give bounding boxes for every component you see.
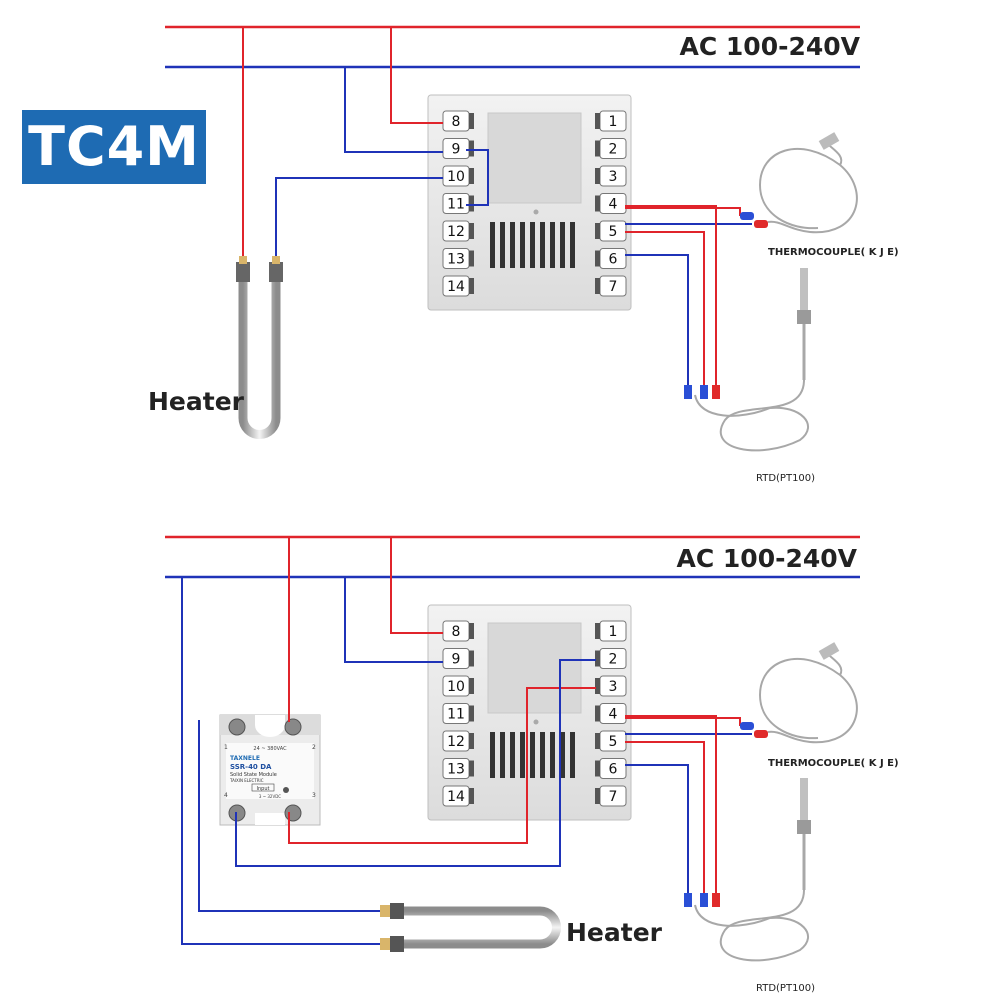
terminal-number-7: 7 [609,279,618,295]
terminal-number-13: 13 [447,252,465,268]
terminal-1: 1 [595,110,627,132]
thermocouple-label-2: THERMOCOUPLE( K J E) [768,758,899,769]
svg-text:Solid State Module: Solid State Module [230,772,277,778]
svg-text:1: 1 [224,744,228,751]
terminal-number-1: 1 [609,624,618,640]
heater-bottom [380,903,561,952]
terminal-11: 11 [442,703,474,724]
controller-window [487,112,582,204]
terminal-2: 2 [595,138,627,159]
terminal-10: 10 [442,165,474,187]
svg-text:3: 3 [312,792,316,799]
left-terminal-block-2: 8 9 10 11 12 13 14 [442,620,474,807]
terminal-number-9: 9 [452,652,461,668]
terminal-number-14: 14 [447,279,465,295]
terminal-14: 14 [442,785,474,807]
terminal-13: 13 [442,758,474,779]
terminal-8: 8 [442,110,474,132]
vent-slots-2 [490,732,575,778]
terminal-4: 4 [595,703,627,724]
terminal-11: 11 [442,193,474,214]
thermocouple-label: THERMOCOUPLE( K J E) [768,247,899,258]
terminal-3: 3 [595,675,627,697]
svg-text:4: 4 [224,792,228,799]
svg-text:24 ~ 380VAC: 24 ~ 380VAC [253,746,287,752]
terminal-1: 1 [595,620,627,642]
rtd-probe [684,268,811,452]
left-terminal-block: 8 9 10 11 12 13 14 [442,110,474,297]
terminal-number-13: 13 [447,762,465,778]
terminal-number-7: 7 [609,789,618,805]
terminal-4: 4 [595,193,627,214]
rtd-probe-2 [684,778,811,962]
heater-label: Heater [148,387,245,416]
terminal-number-1: 1 [609,114,618,130]
terminal-12: 12 [442,730,474,752]
terminal-6: 6 [595,758,627,779]
terminal-number-4: 4 [609,707,618,723]
thermocouple-probe-2 [740,642,858,744]
svg-text:2: 2 [312,744,316,751]
supply-label-2: AC 100-240V [677,544,858,573]
terminal-number-11: 11 [447,707,465,723]
terminal-number-12: 12 [447,734,465,750]
terminal-number-11: 11 [447,197,465,213]
controller-window-2 [487,622,582,714]
heater-label-2: Heater [566,918,663,947]
terminal-number-6: 6 [609,762,618,778]
terminal-number-8: 8 [452,114,461,130]
terminal-number-5: 5 [609,734,618,750]
terminal-5: 5 [595,220,627,242]
terminal-number-5: 5 [609,224,618,240]
terminal-number-8: 8 [452,624,461,640]
supply-label: AC 100-240V [680,32,861,61]
terminal-9: 9 [442,648,474,669]
terminal-9: 9 [442,138,474,159]
terminal-5: 5 [595,730,627,752]
rtd-label: RTD(PT100) [756,473,815,484]
terminal-number-10: 10 [447,169,465,185]
heater-top [236,256,283,439]
terminal-number-10: 10 [447,679,465,695]
svg-text:TAIXIN ELECTRIC: TAIXIN ELECTRIC [229,778,264,783]
thermocouple-probe [740,132,858,234]
svg-text:3 ~ 32VDC: 3 ~ 32VDC [259,794,281,799]
model-badge: TC4M [22,110,206,184]
svg-text:SSR-40 DA: SSR-40 DA [230,763,272,771]
rtd-label-2: RTD(PT100) [756,983,815,994]
terminal-number-3: 3 [609,169,618,185]
terminal-number-9: 9 [452,142,461,158]
right-terminal-block-2: 1 2 3 4 5 6 7 [595,620,627,807]
terminal-number-14: 14 [447,789,465,805]
terminal-number-2: 2 [609,652,618,668]
terminal-number-3: 3 [609,679,618,695]
terminal-14: 14 [442,275,474,297]
terminal-12: 12 [442,220,474,242]
terminal-13: 13 [442,248,474,269]
terminal-2: 2 [595,648,627,669]
terminal-8: 8 [442,620,474,642]
svg-text:TAXNELE: TAXNELE [230,755,260,762]
terminal-7: 7 [595,785,627,807]
terminal-number-6: 6 [609,252,618,268]
terminal-6: 6 [595,248,627,269]
terminal-10: 10 [442,675,474,697]
terminal-3: 3 [595,165,627,187]
vent-slots [490,222,575,268]
terminal-7: 7 [595,275,627,297]
terminal-number-2: 2 [609,142,618,158]
terminal-number-12: 12 [447,224,465,240]
svg-text:Input: Input [257,786,270,792]
terminal-number-4: 4 [609,197,618,213]
solid-state-relay: 1 2 4 3 24 ~ 380VAC TAXNELE SSR-40 DA So… [219,714,321,826]
